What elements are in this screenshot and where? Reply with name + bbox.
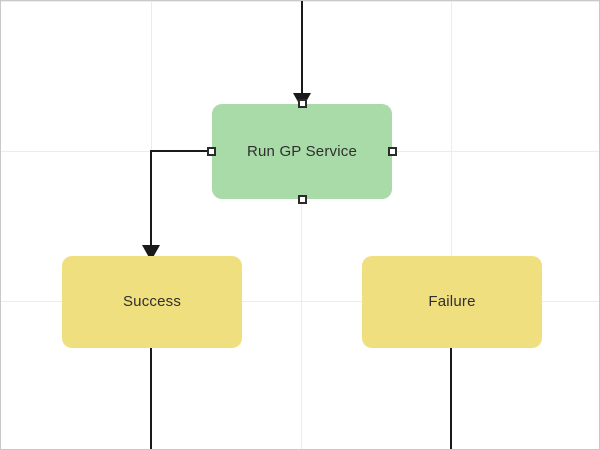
grid-line-horizontal xyxy=(1,1,599,2)
grid-line-vertical xyxy=(451,1,452,449)
connection-handle-bottom[interactable] xyxy=(297,195,307,204)
node-run-gp-service[interactable]: Run GP Service xyxy=(207,99,397,204)
node-failure[interactable]: Failure xyxy=(362,256,542,348)
connection-handle-right[interactable] xyxy=(388,147,397,156)
edge-run-to-success[interactable] xyxy=(142,150,207,261)
connection-handle-left[interactable] xyxy=(207,147,216,156)
node-label: Success xyxy=(122,293,182,310)
node-success[interactable]: Success xyxy=(62,256,242,348)
grid-line-vertical xyxy=(151,1,152,449)
node-label: Run GP Service xyxy=(246,142,358,160)
node-label: Failure xyxy=(428,293,476,310)
connection-handle-top[interactable] xyxy=(297,99,307,108)
grid-line-vertical xyxy=(301,1,302,449)
